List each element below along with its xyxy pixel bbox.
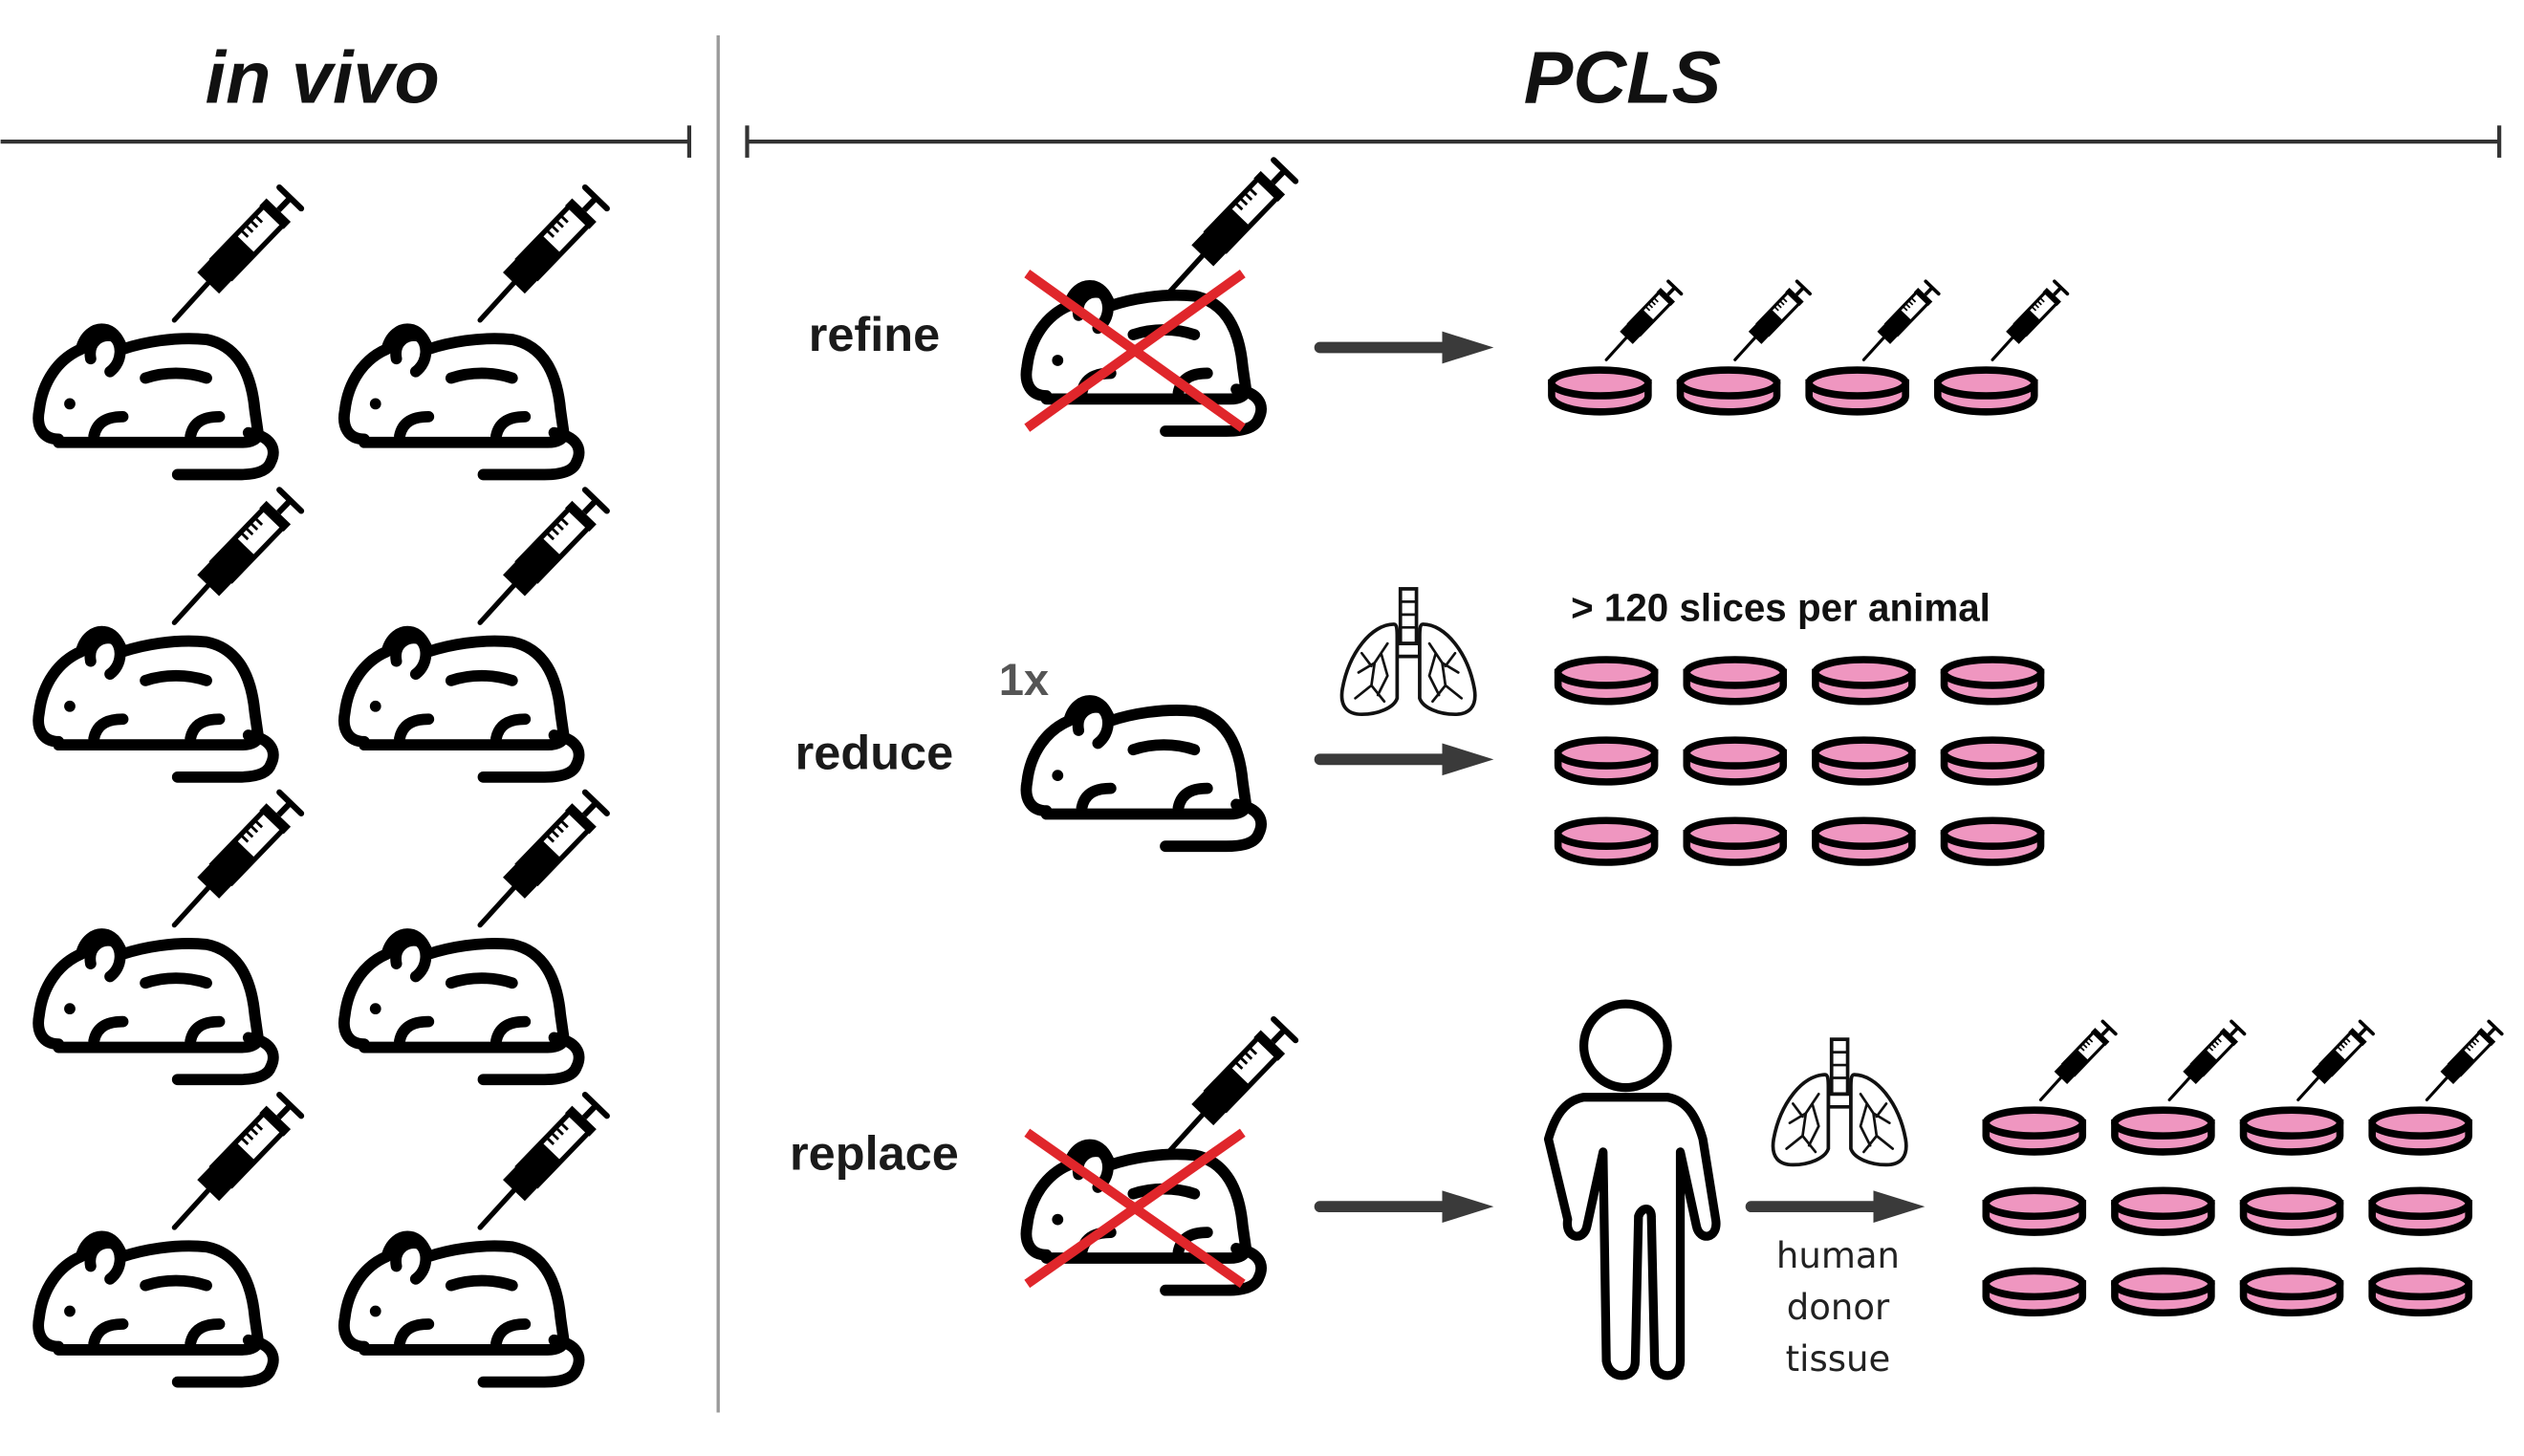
lung-icon [1771,1037,1908,1167]
injected-mouse [38,186,302,475]
donor-label-line: tissue [1786,1338,1891,1380]
syringe-icon [2296,1018,2376,1102]
culture-dish-icon [1816,660,1912,702]
syringe-icon [1732,278,1813,362]
culture-dish-icon [2372,1190,2469,1232]
mouse-icon [344,1236,579,1381]
syringe-icon [2038,1018,2119,1102]
culture-dish-icon [1686,820,1783,862]
syringe-icon [174,1094,302,1228]
reduce-row: reduce 1x > 120 slices per animal [795,586,2041,862]
culture-dish-icon [2244,1271,2340,1313]
arrow-icon [1745,1190,1926,1223]
culture-dish-icon [1816,740,1912,782]
mouse-icon [38,1236,273,1381]
injected-mouse [344,792,608,1080]
syringe-icon [480,489,608,622]
culture-dish-icon [1681,370,1777,412]
culture-dish-icon [1809,370,1905,412]
mouse-icon [344,632,579,777]
syringe-icon [1991,278,2070,362]
culture-dish-icon [1986,1110,2082,1152]
culture-dish-icon [1558,740,1655,782]
replace-row: replace human donor tissue [790,999,2505,1380]
syringe-icon [1168,159,1296,293]
replace-label: replace [790,1125,959,1180]
culture-dish-icon [1945,740,2041,782]
syringe-icon [1168,1018,1296,1152]
human-icon [1543,999,1721,1380]
syringe-icon [2167,1018,2248,1102]
donor-label-line: donor [1787,1287,1890,1328]
injected-mouse [38,1094,302,1382]
crossed-mouse [1026,159,1296,431]
syringe-icon [174,792,302,925]
in-vivo-title: in vivo [206,37,440,120]
culture-dish-icon [1558,660,1655,702]
arrow-icon [1314,1190,1494,1223]
injected-mouse [38,489,302,777]
syringe-icon [1861,278,1942,362]
in-vivo-mice-grid [38,186,608,1382]
culture-dish-icon [1945,660,2041,702]
injected-mouse [344,489,608,777]
mouse-icon [344,329,579,474]
culture-dish-icon [1686,740,1783,782]
culture-dish-icon [1986,1190,2082,1232]
refine-label: refine [809,307,940,361]
syringe-icon [480,792,608,925]
in-vivo-bracket [0,125,692,158]
mouse-icon [1026,701,1261,846]
crossed-mouse [1026,1018,1296,1291]
mouse-icon [38,329,273,474]
cross-icon [1024,1128,1246,1289]
culture-dish-icon [1686,660,1783,702]
syringe-icon [480,186,608,320]
syringe-icon [174,186,302,320]
refine-dishes [1552,278,2070,412]
syringe-icon [2425,1018,2505,1102]
reduce-dishes [1558,660,2041,862]
refine-row: refine [809,159,2070,431]
culture-dish-icon [2115,1271,2211,1313]
culture-dish-icon [1816,820,1912,862]
culture-dish-icon [2372,1271,2469,1313]
syringe-icon [174,489,302,622]
syringe-icon [1604,278,1685,362]
donor-label-line: human [1776,1235,1900,1276]
culture-dish-icon [1558,820,1655,862]
mouse-icon [344,934,579,1079]
syringe-icon [480,1094,608,1228]
lung-icon [1339,587,1477,717]
arrow-icon [1314,331,1494,364]
mouse-icon [38,934,273,1079]
culture-dish-icon [1986,1271,2082,1313]
pcls-bracket [745,125,2502,158]
culture-dish-icon [2115,1110,2211,1152]
culture-dish-icon [1552,370,1648,412]
culture-dish-icon [1938,370,2034,412]
human-donor-tissue-label: human donor tissue [1776,1235,1900,1380]
culture-dish-icon [2244,1190,2340,1232]
culture-dish-icon [2372,1110,2469,1152]
injected-mouse [38,792,302,1080]
culture-dish-icon [2244,1110,2340,1152]
pcls-title: PCLS [1524,37,1721,120]
culture-dish-icon [2115,1190,2211,1232]
reduce-label: reduce [795,725,954,779]
injected-mouse [344,1094,608,1382]
mouse-icon [38,632,273,777]
injected-mouse [344,186,608,475]
replace-dishes [1986,1018,2505,1314]
culture-dish-icon [1945,820,2041,862]
cross-icon [1024,269,1246,432]
arrow-icon [1314,743,1494,776]
slices-per-animal-note: > 120 slices per animal [1571,586,1991,630]
animal-count-label: 1x [999,654,1049,705]
